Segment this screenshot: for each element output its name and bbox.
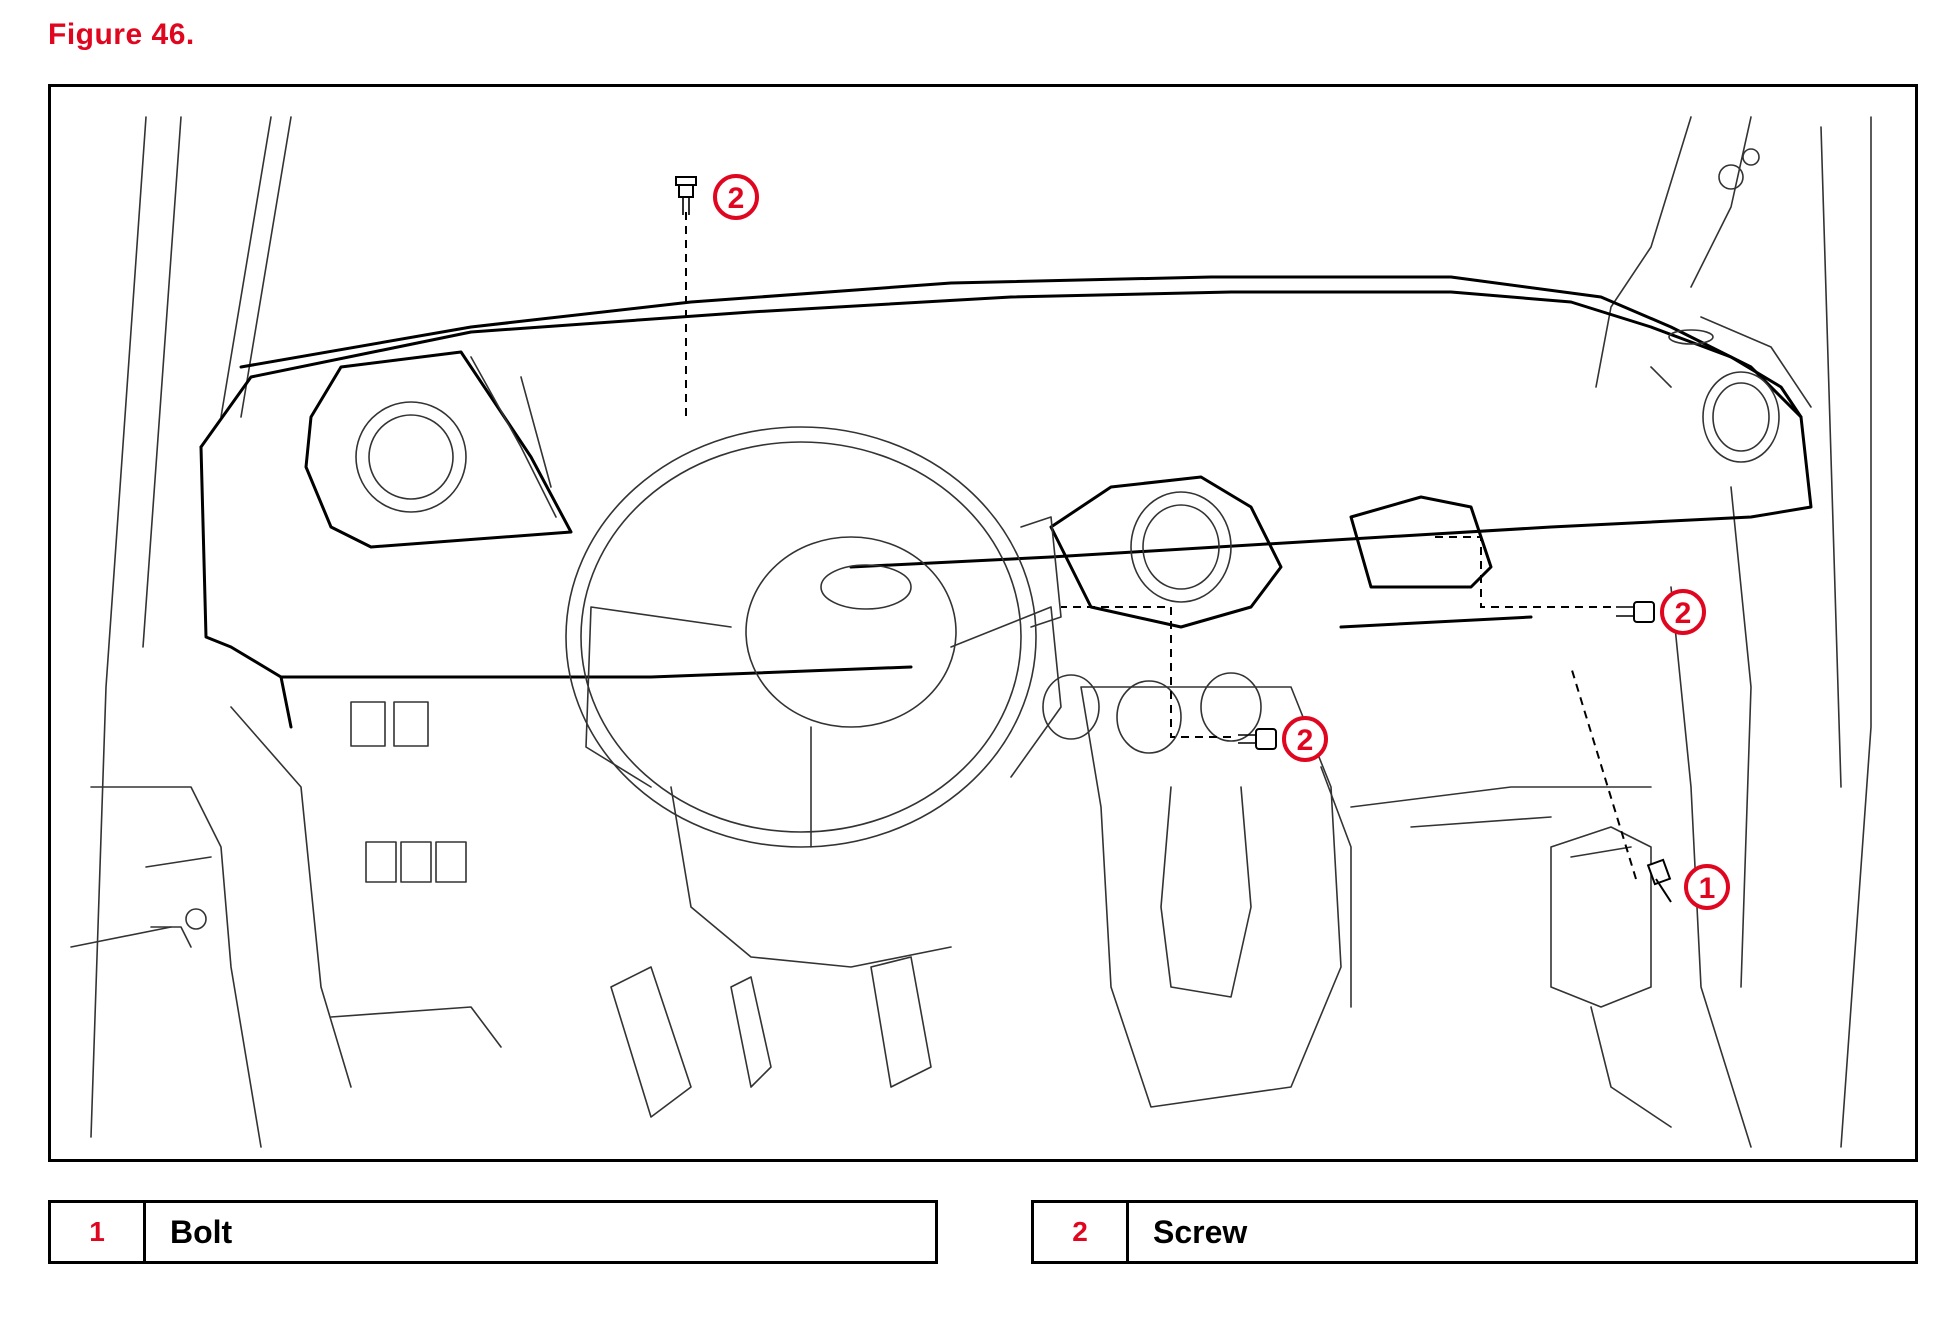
figure-title: Figure 46. [48,18,195,51]
callout-number: 2 [728,182,745,215]
callout-screw-center: 2 [1282,716,1328,762]
callout-number: 2 [1297,724,1314,757]
leader-bolt-right [1570,666,1637,880]
legend-item-bolt: 1 Bolt [48,1200,938,1264]
callout-screw-right: 2 [1660,589,1706,635]
right-dash-bracket [1339,495,1533,629]
right-vent [1650,329,1780,463]
lower-dash-switches [230,701,502,1088]
left-door-frame [70,116,292,1148]
dashboard-removal-diagram: 2 2 2 1 [70,116,1872,1148]
leader-lines [685,212,1637,880]
steering-wheel [565,426,1062,968]
under-dash-module [1350,786,1672,1128]
screw-center-fastener [1238,728,1277,750]
callout-number: 2 [1675,597,1692,630]
legend-number: 2 [1034,1203,1129,1261]
screw-right-fastener [1616,601,1655,623]
dashboard-panel [199,290,1813,729]
leader-screw-center [1061,606,1231,738]
leader-screw-right [1431,536,1611,608]
legend-item-screw: 2 Screw [1031,1200,1918,1264]
left-vent-cluster [304,350,573,549]
pedals [610,956,932,1118]
fasteners [675,176,1672,903]
callout-bolt-right: 1 [1684,864,1730,910]
legend-label: Screw [1153,1213,1248,1250]
bolt-right-fastener [1646,858,1672,903]
callout-number: 1 [1699,872,1716,905]
callout-screw-top: 2 [713,174,759,220]
legend-label: Bolt [170,1213,233,1250]
diagram-frame: 2 2 2 1 [48,84,1918,1162]
center-console [1020,475,1352,1108]
windshield-edge [239,275,1803,419]
legend-number: 1 [51,1203,146,1261]
screw-top-fastener [675,176,697,215]
